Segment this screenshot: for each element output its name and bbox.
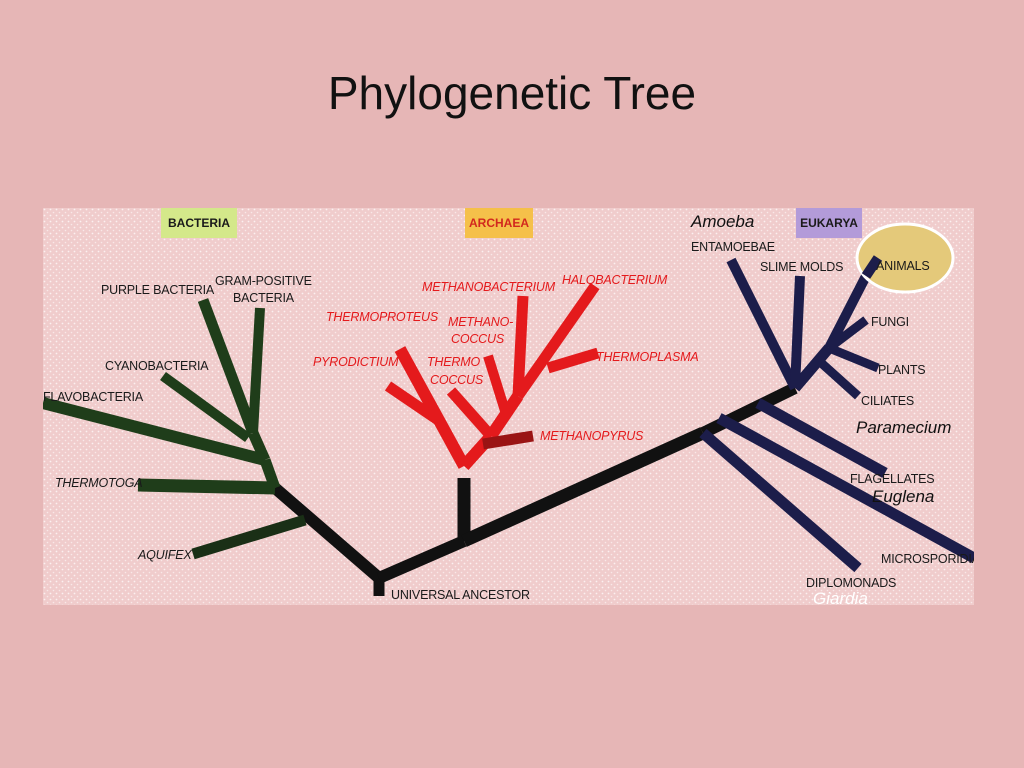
label-plants: PLANTS	[878, 363, 925, 377]
label-methanococcus-1: METHANO-	[448, 315, 513, 329]
label-cyanobacteria: CYANOBACTERIA	[105, 359, 209, 373]
label-methanococcus-2: COCCUS	[451, 332, 505, 346]
example-paramecium: Paramecium	[856, 418, 952, 437]
domain-tag-bacteria: BACTERIA	[161, 208, 237, 238]
domain-tag-eukarya: EUKARYA	[796, 208, 862, 238]
example-amoeba: Amoeba	[691, 212, 755, 231]
domain-tag-archaea: ARCHAEA	[465, 208, 533, 238]
label-microsporidia: MICROSPORIDIA	[881, 552, 974, 566]
archaea-branches	[384, 282, 600, 478]
label-thermococcus-2: COCCUS	[430, 373, 484, 387]
label-flavobacteria: FLAVOBACTERIA	[43, 390, 144, 404]
label-thermotoga: THERMOTOGA	[55, 476, 142, 490]
label-universal-ancestor: UNIVERSAL ANCESTOR	[391, 588, 530, 602]
label-entamoebae: ENTAMOEBAE	[691, 240, 775, 254]
label-gram-positive-1: GRAM-POSITIVE	[215, 274, 312, 288]
eukarya-branches	[699, 257, 974, 573]
trunk-branches	[271, 382, 798, 596]
label-gram-positive-2: BACTERIA	[233, 291, 295, 305]
label-pyrodictium: PYRODICTIUM	[313, 355, 399, 369]
example-euglena: Euglena	[872, 487, 935, 506]
label-aquifex: AQUIFEX	[137, 548, 192, 562]
label-fungi: FUNGI	[871, 315, 909, 329]
eukarya-domain-label: EUKARYA	[800, 216, 858, 230]
label-methanopyrus: METHANOPYRUS	[540, 429, 644, 443]
example-giardia: Giardia	[813, 589, 868, 608]
animals-highlight	[855, 222, 955, 294]
label-flagellates: FLAGELLATES	[850, 472, 934, 486]
phylogenetic-tree-figure: BACTERIA ARCHAEA EUKARYA PURPLE BACTERIA…	[43, 208, 974, 605]
archaea-domain-label: ARCHAEA	[469, 216, 529, 230]
label-diplomonads: DIPLOMONADS	[806, 576, 896, 590]
label-animals: ANIMALS	[876, 259, 929, 273]
label-halobacterium: HALOBACTERIUM	[562, 273, 668, 287]
label-ciliates: CILIATES	[861, 394, 914, 408]
bacteria-branches	[43, 298, 307, 560]
label-thermoproteus: THERMOPROTEUS	[326, 310, 439, 324]
label-slime-molds: SLIME MOLDS	[760, 260, 843, 274]
label-thermoplasma: THERMOPLASMA	[596, 350, 698, 364]
animals-branch-tip	[861, 255, 883, 279]
slide-title: Phylogenetic Tree	[327, 67, 697, 119]
label-purple-bacteria: PURPLE BACTERIA	[101, 283, 215, 297]
tree-diagram: BACTERIA ARCHAEA EUKARYA PURPLE BACTERIA…	[43, 208, 974, 605]
bacteria-domain-label: BACTERIA	[168, 216, 230, 230]
label-thermococcus-1: THERMO	[427, 355, 480, 369]
label-methanobacterium: METHANOBACTERIUM	[422, 280, 556, 294]
